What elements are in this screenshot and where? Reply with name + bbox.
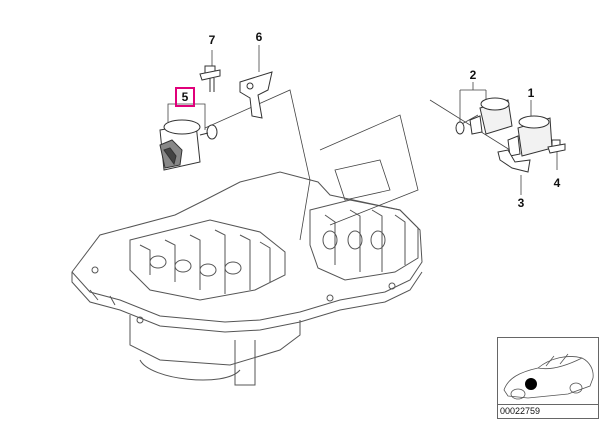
callout-1: 1 bbox=[527, 86, 535, 100]
part-3-clip bbox=[497, 149, 531, 173]
valve-block-left bbox=[129, 219, 286, 301]
callout-6: 6 bbox=[255, 30, 263, 44]
oil-pan-lip bbox=[139, 359, 241, 381]
part-1-solenoid bbox=[507, 115, 553, 157]
callout-5: 5 bbox=[175, 87, 195, 107]
part-6-bracket bbox=[239, 71, 273, 119]
part-7-bolt bbox=[199, 65, 221, 92]
diagram-code: 00022759 bbox=[498, 404, 598, 418]
callout-4: 4 bbox=[553, 176, 561, 190]
callout-3: 3 bbox=[517, 196, 525, 210]
valve-block-right bbox=[309, 199, 419, 281]
part-2-solenoid bbox=[455, 97, 513, 135]
car-location-icon bbox=[503, 353, 594, 400]
part-5-solenoid bbox=[159, 119, 218, 171]
callout-2: 2 bbox=[469, 68, 477, 82]
part-4-bolt bbox=[547, 139, 566, 154]
valve-body-outline bbox=[71, 171, 423, 323]
callout-7: 7 bbox=[208, 33, 216, 47]
